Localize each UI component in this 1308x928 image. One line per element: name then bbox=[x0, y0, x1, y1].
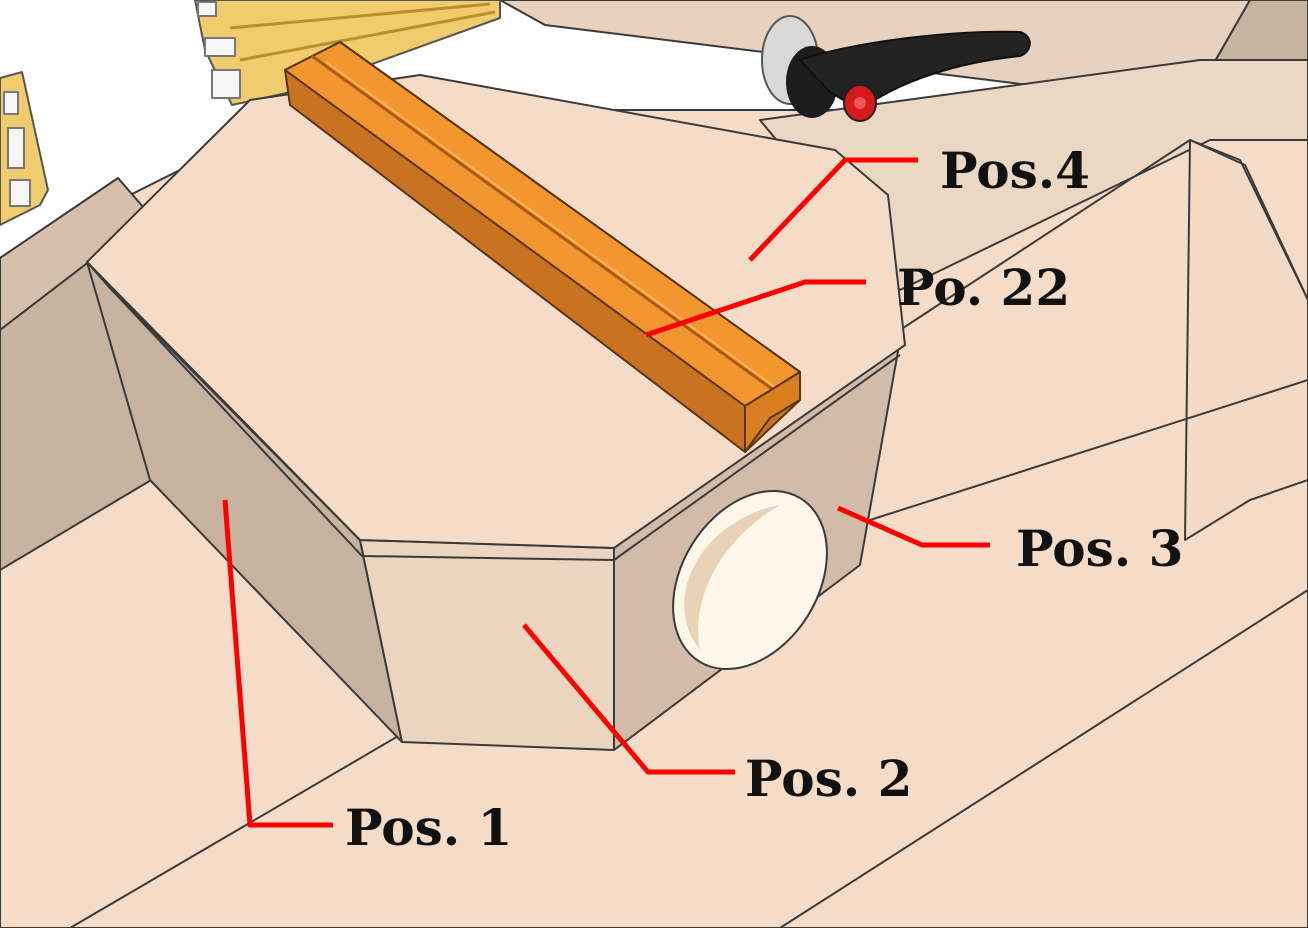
bore-hole-icon bbox=[672, 489, 828, 671]
label-pos3: Pos. 3 bbox=[1016, 519, 1183, 578]
label-pos1: Pos. 1 bbox=[345, 798, 512, 857]
label-pos4: Pos.4 bbox=[940, 141, 1090, 200]
leader-pos4 bbox=[748, 157, 918, 262]
floor-edge-right bbox=[779, 589, 1308, 928]
aluminium-profile-left-icon bbox=[0, 71, 49, 226]
leader-pos3 bbox=[836, 505, 990, 548]
leader-pos1 bbox=[222, 499, 333, 828]
leader-po22 bbox=[645, 279, 866, 338]
right-wall-side bbox=[1184, 139, 1308, 541]
clamping-lever-icon bbox=[761, 15, 1031, 122]
box-top-edge bbox=[86, 261, 901, 561]
floor-edge bbox=[899, 139, 1308, 331]
right-wall-top bbox=[759, 59, 1308, 291]
label-po22: Po. 22 bbox=[897, 258, 1070, 317]
leader-pos2 bbox=[522, 623, 735, 775]
label-pos2: Pos. 2 bbox=[745, 749, 912, 808]
t-slot-rail-icon bbox=[284, 41, 801, 453]
box-front-face bbox=[359, 539, 615, 751]
